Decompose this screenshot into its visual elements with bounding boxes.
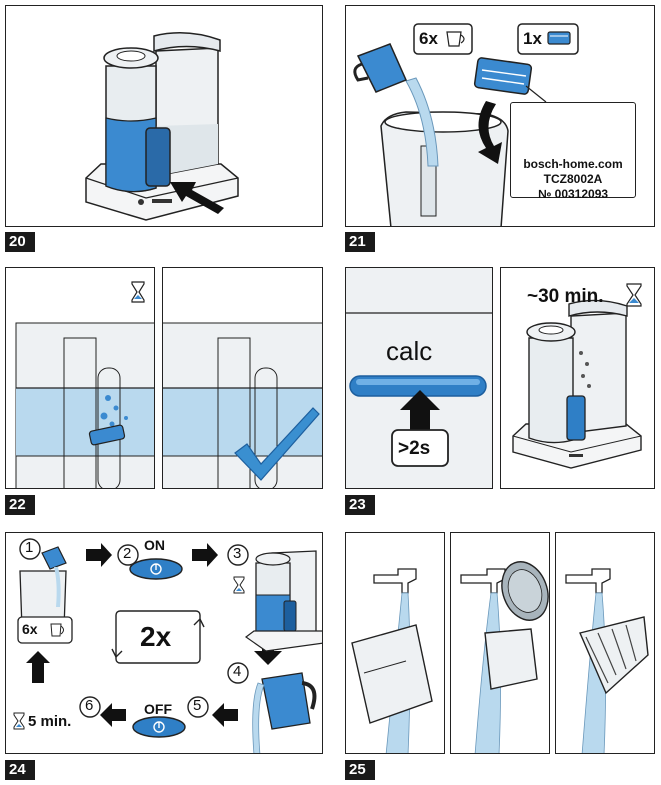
panel-25-left (345, 532, 445, 754)
rinse-filter-illustration (565, 568, 649, 753)
step-5-number: 5 (193, 697, 202, 714)
cups-count-label: 6x (419, 29, 438, 48)
descaling-fill-illustration (353, 23, 596, 226)
panel-23-number: 23 (345, 495, 375, 515)
panel-25-middle (450, 532, 550, 754)
panel-25-number: 25 (345, 760, 375, 780)
panel-25-right (555, 532, 655, 754)
panel-22-right (162, 267, 323, 489)
hold-duration-label: >2s (398, 438, 431, 459)
descaling-duration-label: ~30 min. (527, 286, 604, 307)
rinse-lid-illustration (460, 561, 549, 753)
calc-button-illustration (346, 268, 492, 488)
dissolved-illustration (163, 322, 322, 488)
step-4-number: 4 (233, 663, 242, 680)
hourglass-icon (131, 281, 145, 303)
rinse-cycle-diagram (13, 538, 322, 753)
panel-20-number: 20 (5, 232, 35, 252)
order-url: bosch-home.com (523, 157, 623, 171)
panel-20 (5, 5, 323, 227)
tablet-count-label: 1x (523, 29, 542, 48)
rinse-cups-label: 6x (22, 621, 38, 637)
panel-23-left: calc >2s (345, 267, 493, 489)
checkmark-icon (234, 407, 320, 481)
order-info-card: bosch-home.com TCZ8002A № 00312093 (510, 102, 636, 201)
order-part-number: № 00312093 (537, 187, 609, 201)
panel-22-number: 22 (5, 495, 35, 515)
panel-23-right: ~30 min. (500, 267, 655, 489)
step-3-number: 3 (233, 545, 242, 562)
arrow-icon (86, 543, 112, 567)
descaling-running-illustration (512, 283, 642, 469)
panel-24-number: 24 (5, 760, 35, 780)
hourglass-icon (626, 283, 642, 307)
power-button-icon (129, 558, 183, 580)
repeat-count-label: 2x (140, 621, 172, 652)
panel-21-number: 21 (345, 232, 375, 252)
off-label: OFF (144, 701, 172, 717)
panel-21: 6x 1x bosch-home.com TCZ8002A № 00312093 (345, 5, 655, 227)
wait-time-label: 5 min. (28, 713, 72, 730)
calc-button-label: calc (386, 336, 433, 366)
order-model: TCZ8002A (543, 172, 603, 186)
coffee-maker-illustration (85, 32, 239, 221)
step-6-number: 6 (85, 697, 94, 714)
dissolving-tablet-illustration (15, 281, 154, 488)
panel-22-left (5, 267, 155, 489)
rinse-tank-illustration (351, 568, 433, 753)
cup-icon (353, 43, 408, 93)
on-label: ON (144, 537, 165, 553)
step-1-number: 1 (25, 539, 34, 556)
panel-24: 1 2 3 4 5 6 ON OFF 6x 2x 5 min. (5, 532, 323, 754)
tablet-icon (547, 31, 571, 45)
step-2-number: 2 (123, 545, 132, 562)
